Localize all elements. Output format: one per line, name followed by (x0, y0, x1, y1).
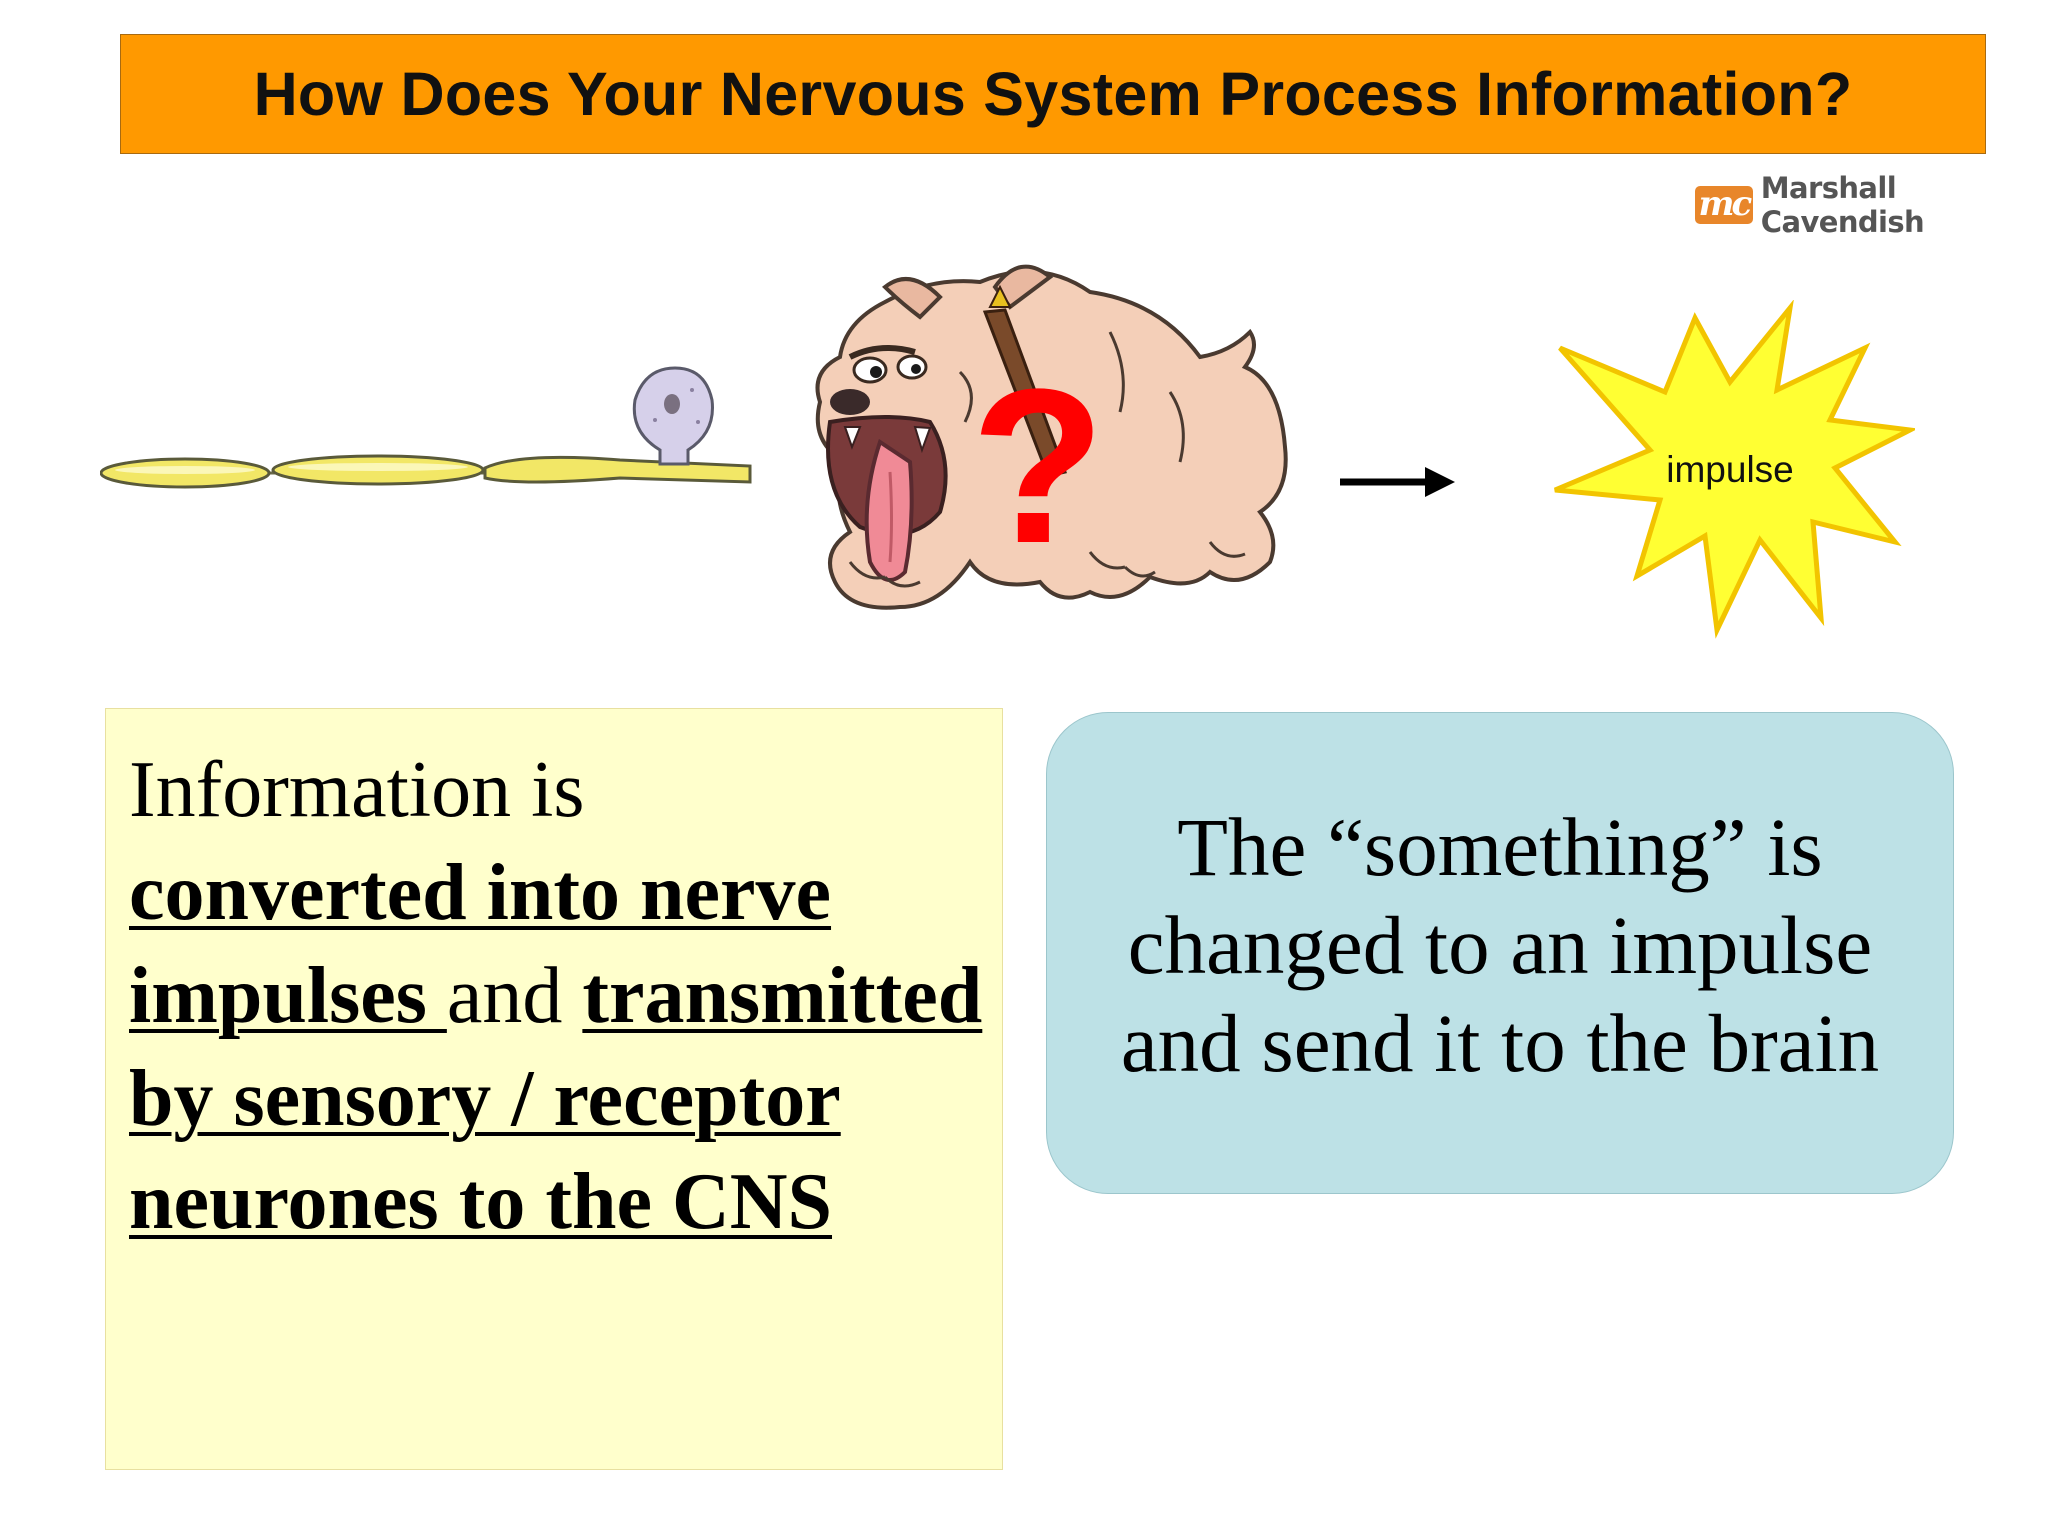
info-transmitted: transmitted by sensory / receptor neuron… (129, 952, 983, 1246)
slide-title: How Does Your Nervous System Process Inf… (253, 60, 1853, 128)
right-arrow-icon (1340, 467, 1455, 497)
publisher-logo: mc Marshall Cavendish (1695, 171, 2048, 239)
something-text: The “something” is changed to an impulse… (1120, 801, 1880, 1089)
neuron-illustration (100, 366, 752, 489)
info-and: and (446, 952, 563, 1040)
logo-mark: mc (1695, 186, 1753, 224)
info-lead: Information is (129, 746, 585, 834)
impulse-star-icon (1554, 300, 1915, 639)
info-converted: converted into nerve impulses (129, 849, 832, 1040)
something-box: The “something” is changed to an impulse… (1046, 712, 1954, 1194)
info-box: Information is converted into nerve impu… (105, 708, 1003, 1470)
title-bar: How Does Your Nervous System Process Inf… (120, 34, 1986, 154)
logo-text: Marshall Cavendish (1760, 171, 1925, 239)
impulse-label: impulse (1666, 449, 1794, 490)
question-mark: ? (971, 343, 1105, 589)
bulldog-illustration: ? (815, 264, 1288, 610)
